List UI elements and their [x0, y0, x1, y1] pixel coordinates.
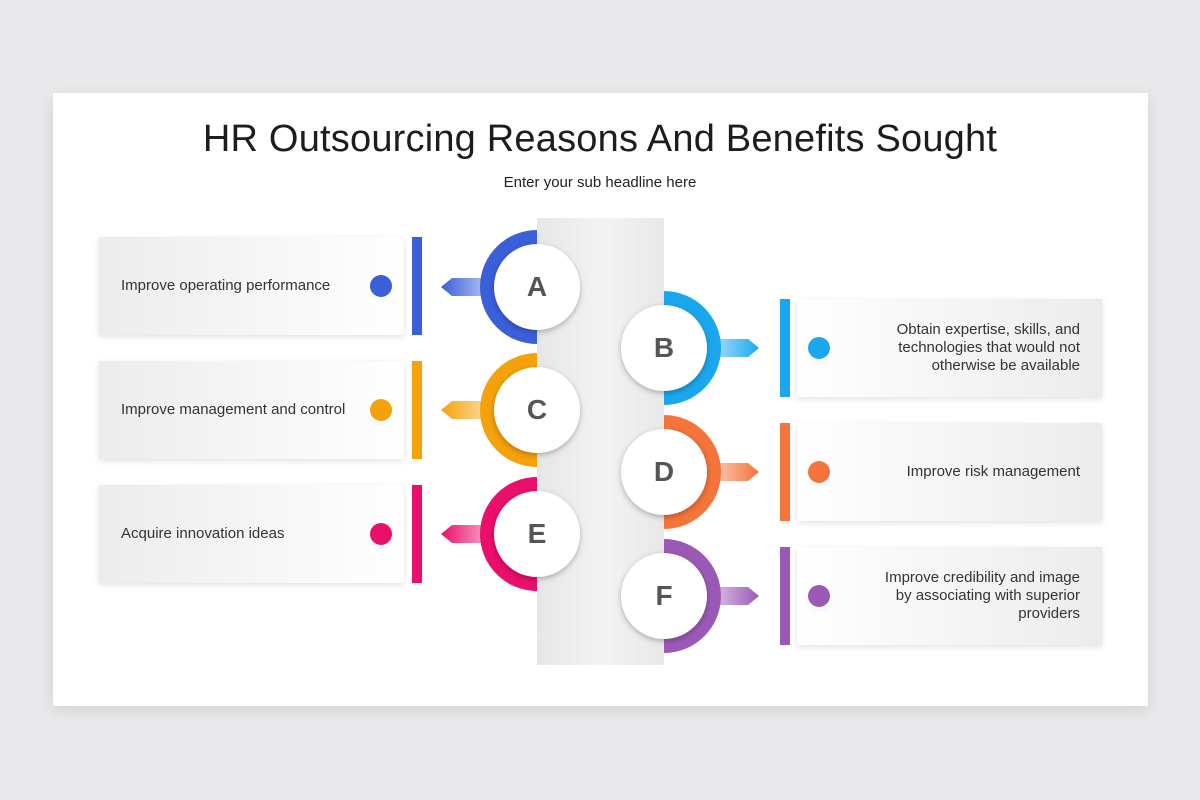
page-title: HR Outsourcing Reasons And Benefits Soug…: [202, 118, 998, 160]
item-f-dot: [808, 585, 830, 607]
letter-f: F: [655, 580, 673, 611]
item-a-card: Improve operating performance: [99, 237, 404, 335]
item-e-bar: [412, 485, 422, 583]
item-d-card: Improve risk management: [797, 423, 1102, 521]
letter-a: A: [526, 271, 548, 302]
item-a-dot: [370, 275, 392, 297]
marker-e: [441, 477, 580, 591]
page-subtitle: Enter your sub headline here: [503, 174, 697, 191]
marker-b: [621, 291, 759, 405]
letter-d: D: [653, 456, 675, 487]
item-c-bar: [412, 361, 422, 459]
item-c-dot: [370, 399, 392, 421]
letter-e: E: [527, 518, 547, 549]
item-b-card: Obtain expertise, skills, and technologi…: [797, 299, 1102, 397]
marker-c: [441, 353, 580, 467]
item-a-text: Improve operating performance: [121, 277, 331, 294]
marker-d: [621, 415, 759, 529]
marker-a: [441, 230, 580, 344]
item-f-bar: [780, 547, 790, 645]
item-b-text: Obtain expertise, skills, and technologi…: [896, 321, 1080, 374]
letter-c: C: [526, 394, 548, 425]
item-f-text: Improve credibility and image by associa…: [884, 569, 1080, 622]
item-e-card: Acquire innovation ideas: [99, 485, 404, 583]
item-d-text: Improve risk management: [906, 463, 1080, 480]
item-d-dot: [808, 461, 830, 483]
marker-f: [621, 539, 759, 653]
item-e-text: Acquire innovation ideas: [121, 525, 285, 542]
item-c-card: Improve management and control: [99, 361, 404, 459]
item-d-bar: [780, 423, 790, 521]
item-f-card: Improve credibility and image by associa…: [797, 547, 1102, 645]
item-e-dot: [370, 523, 392, 545]
item-b-bar: [780, 299, 790, 397]
item-b-dot: [808, 337, 830, 359]
item-c-text: Improve management and control: [121, 401, 346, 418]
item-a-bar: [412, 237, 422, 335]
letter-b: B: [653, 332, 675, 363]
